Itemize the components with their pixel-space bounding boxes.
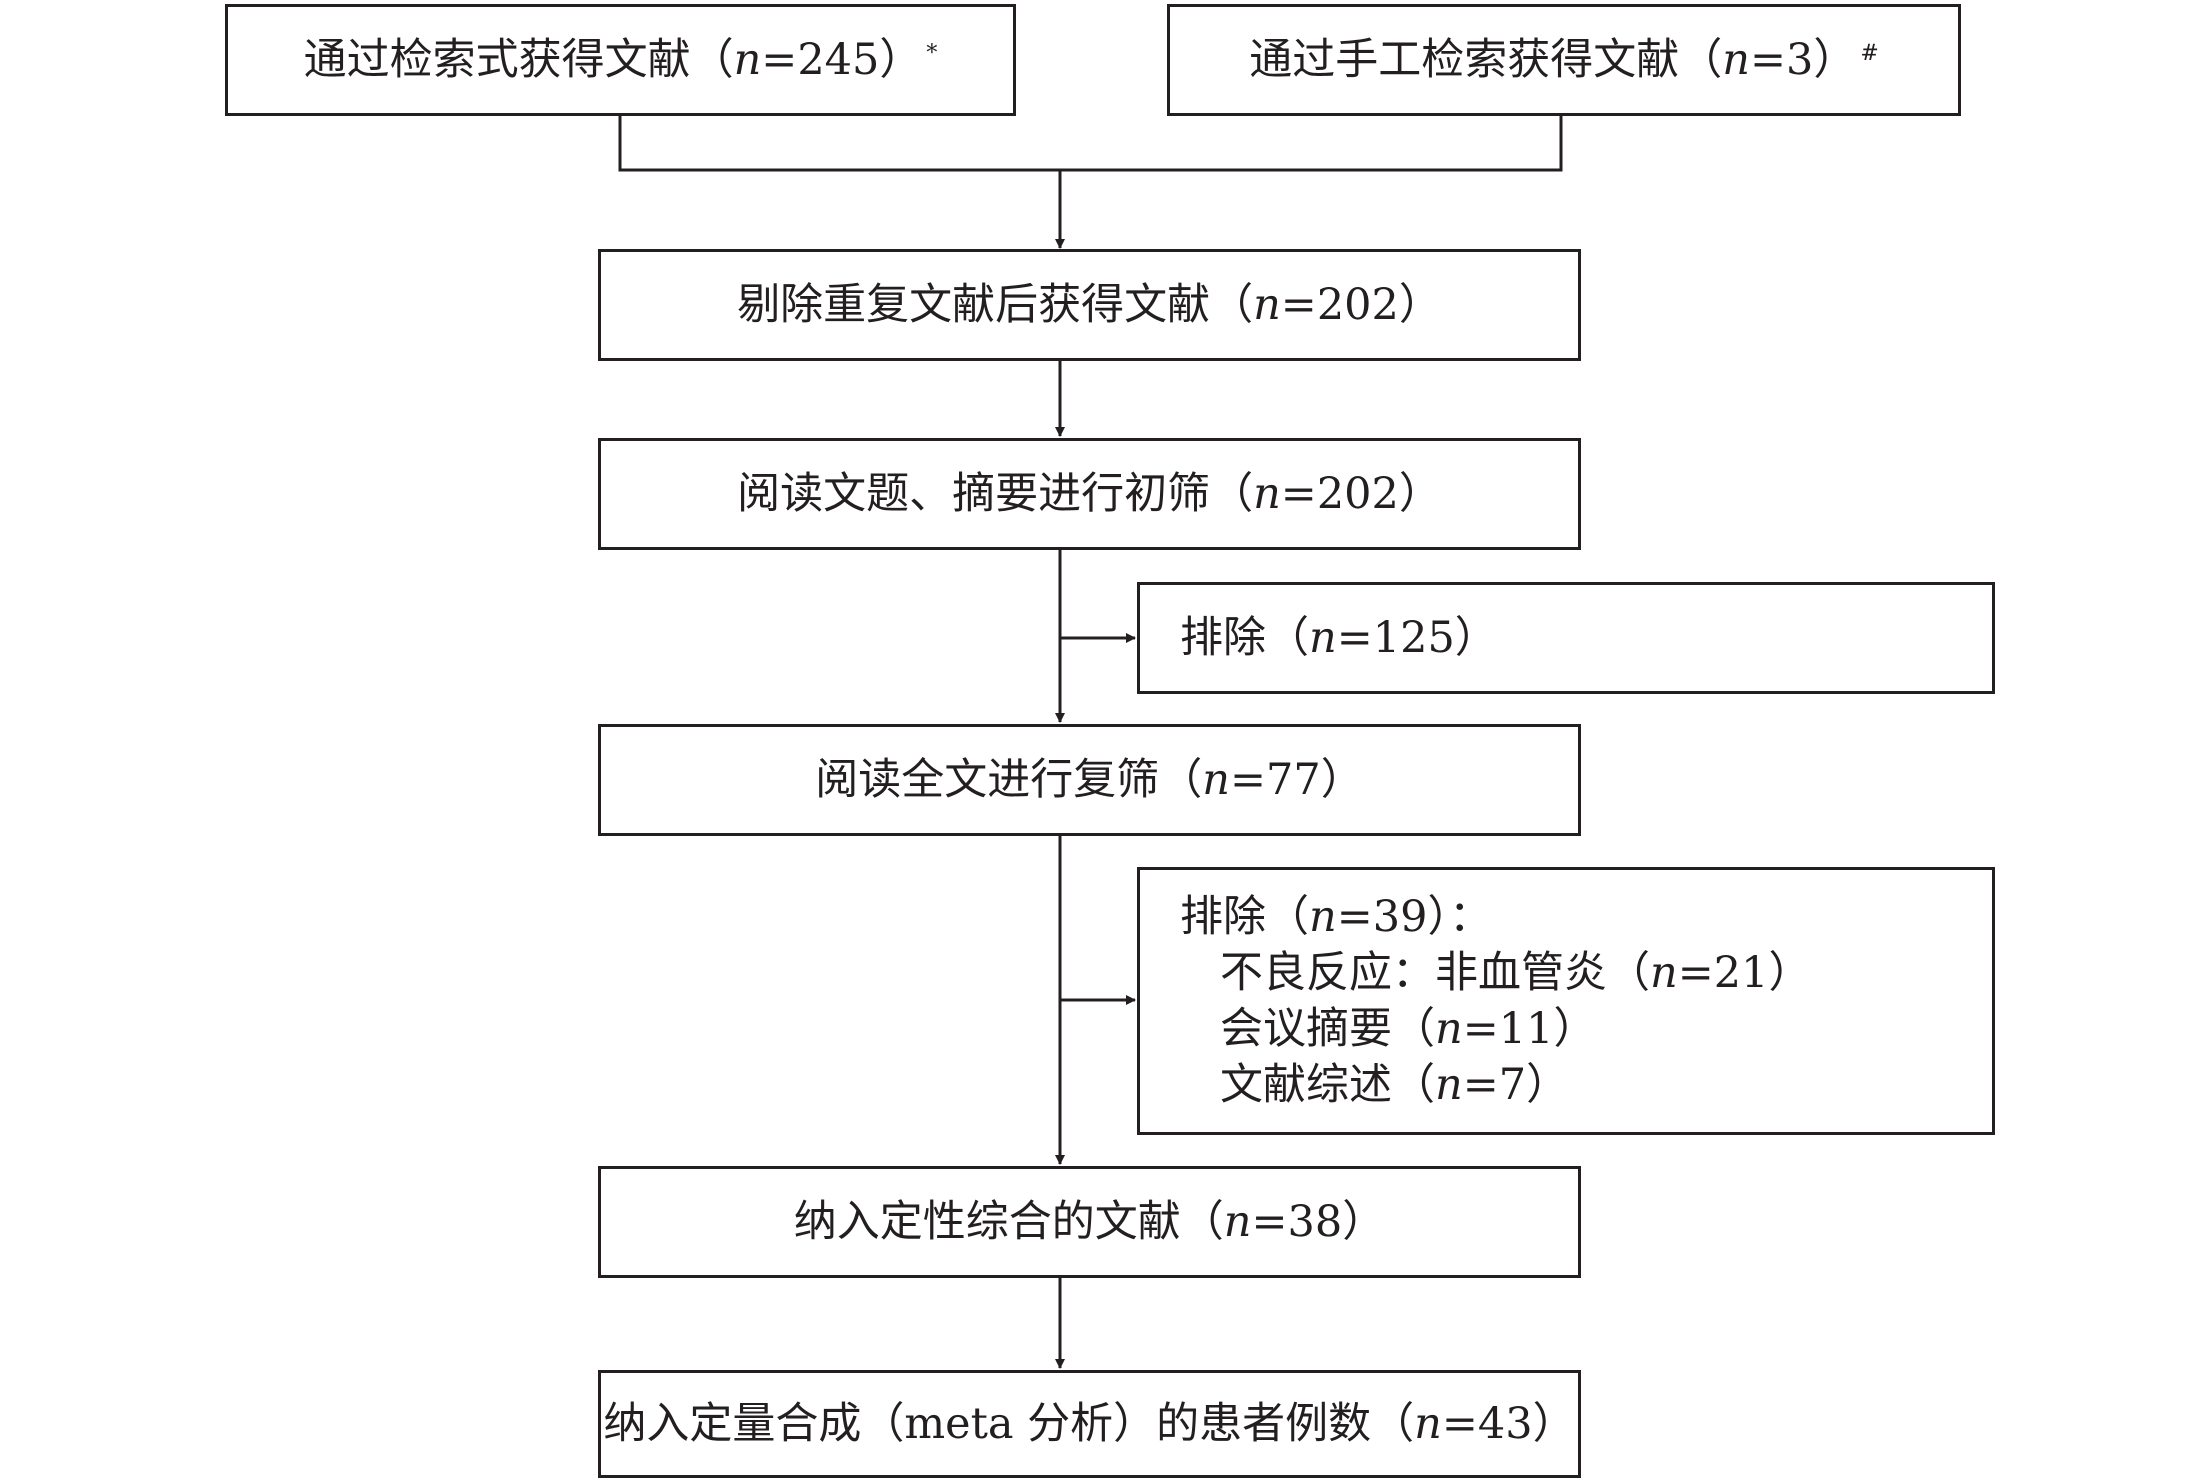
label-count: =7）	[1462, 1060, 1570, 1110]
label-count: =11）	[1462, 1004, 1597, 1054]
exclude-header: 排除（n=39）：	[1180, 889, 1492, 945]
label-n: n	[1414, 1398, 1442, 1449]
box-quantitative-synthesis: 纳入定量合成（meta 分析）的患者例数（n=43）	[598, 1370, 1581, 1478]
label-n: n	[1435, 1060, 1463, 1110]
exclude-reason: 不良反应：非血管炎（n=21）	[1180, 945, 1811, 1001]
label-count: =39）：	[1336, 892, 1492, 942]
label-prefix: 不良反应：非血管炎（	[1220, 948, 1650, 998]
box-fulltext-screen: 阅读全文进行复筛（n=77）	[598, 724, 1581, 836]
exclude-reason: 会议摘要（n=11）	[1180, 1001, 1596, 1057]
box-search-records: 通过检索式获得文献（n=245）*	[225, 4, 1016, 116]
box-title-abstract-screen: 阅读文题、摘要进行初筛（n=202）	[598, 438, 1581, 550]
label-prefix: 通过检索式获得文献（	[303, 34, 734, 85]
footnote-mark: *	[926, 41, 938, 66]
footnote-mark: #	[1860, 41, 1879, 66]
label-prefix: 文献综述（	[1220, 1060, 1435, 1110]
label-n: n	[1722, 34, 1750, 85]
box-exclude-second: 排除（n=39）： 不良反应：非血管炎（n=21） 会议摘要（n=11） 文献综…	[1137, 867, 1995, 1135]
label-count: =77）	[1229, 754, 1364, 805]
label-prefix: 纳入定性综合的文献（	[793, 1196, 1224, 1247]
label-prefix: 阅读全文进行复筛（	[815, 754, 1203, 805]
label-n: n	[1253, 468, 1281, 519]
label-count: =43）	[1441, 1398, 1576, 1449]
label-count: =245）	[761, 34, 923, 85]
label-count: =38）	[1251, 1196, 1386, 1247]
box-exclude-first: 排除（n=125）	[1137, 582, 1995, 694]
label-prefix: 剔除重复文献后获得文献（	[737, 279, 1254, 330]
label-count: =21）	[1677, 948, 1812, 998]
label-n: n	[1253, 279, 1281, 330]
box-qualitative-synthesis: 纳入定性综合的文献（n=38）	[598, 1166, 1581, 1278]
label-n: n	[1435, 1004, 1463, 1054]
label-prefix: 纳入定量合成（meta 分析）的患者例数（	[603, 1398, 1415, 1449]
label-n: n	[1223, 1196, 1252, 1247]
label-n: n	[1309, 892, 1337, 942]
merge-bracket	[618, 114, 1563, 172]
label-count: =202）	[1280, 279, 1442, 330]
label-prefix: 通过手工检索获得文献（	[1249, 34, 1723, 85]
box-after-dedup: 剔除重复文献后获得文献（n=202）	[598, 249, 1581, 361]
label-n: n	[733, 34, 762, 85]
exclude-reason: 文献综述（n=7）	[1180, 1057, 1569, 1113]
label-count: =3）	[1749, 34, 1857, 85]
label-n: n	[1309, 612, 1337, 663]
label-n: n	[1650, 948, 1678, 998]
label-prefix: 会议摘要（	[1220, 1004, 1435, 1054]
label-prefix: 阅读文题、摘要进行初筛（	[737, 468, 1254, 519]
label-prefix: 排除（	[1180, 892, 1309, 942]
label-count: =202）	[1280, 468, 1442, 519]
label-count: =125）	[1336, 612, 1498, 663]
label-prefix: 排除（	[1180, 612, 1309, 663]
box-manual-records: 通过手工检索获得文献（n=3）#	[1167, 4, 1961, 116]
label-n: n	[1202, 754, 1230, 805]
